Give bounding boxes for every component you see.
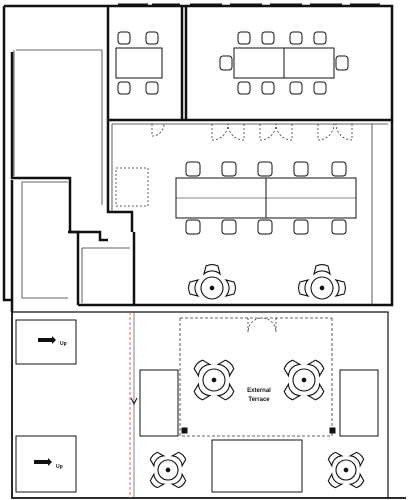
planter-bottom bbox=[211, 439, 303, 493]
round-table-group bbox=[188, 264, 346, 300]
meeting-room-small bbox=[115, 31, 163, 95]
terrace-label-line1: External bbox=[247, 388, 271, 394]
round-table-icon bbox=[149, 451, 187, 489]
chair-icon bbox=[219, 31, 349, 95]
chair-icon bbox=[185, 161, 347, 235]
terrace-label-line2: Terrace bbox=[248, 397, 270, 403]
interior-lines bbox=[13, 49, 388, 305]
stair-arrow-icon bbox=[34, 336, 56, 466]
terrace-table-group bbox=[149, 359, 365, 489]
stair-box-upper bbox=[15, 319, 77, 365]
round-table-icon bbox=[298, 264, 346, 300]
chair-icon bbox=[117, 31, 159, 95]
planter-right bbox=[339, 369, 379, 437]
desk-cluster bbox=[175, 161, 357, 235]
stair-label-lower: Up bbox=[56, 464, 63, 470]
meeting-table-small bbox=[115, 47, 163, 79]
round-table-icon bbox=[193, 359, 235, 401]
planters bbox=[139, 369, 379, 493]
meeting-room-large bbox=[219, 31, 349, 95]
round-table-icon bbox=[283, 359, 325, 401]
planter-left bbox=[139, 369, 179, 437]
stair-box-lower bbox=[15, 435, 77, 493]
door-swings bbox=[151, 123, 353, 333]
round-table-icon bbox=[327, 451, 365, 489]
terrace-boundary bbox=[11, 311, 406, 499]
stair-label-upper: Up bbox=[60, 341, 67, 347]
round-table-icon bbox=[188, 264, 236, 300]
arrow-mark-icon bbox=[130, 397, 138, 406]
